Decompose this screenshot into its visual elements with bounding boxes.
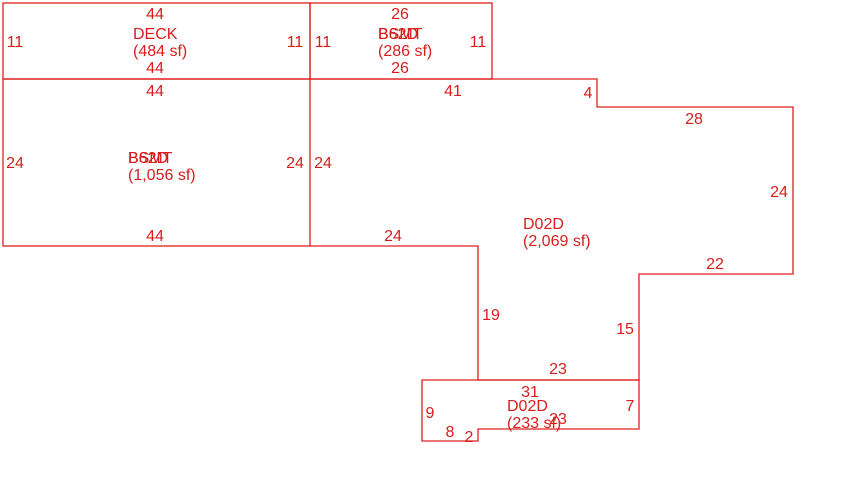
dimension-label: 11: [315, 34, 332, 51]
dimension-label: 24: [286, 155, 304, 172]
dimension-label: 31: [521, 384, 539, 401]
dimension-label: 24: [6, 155, 24, 172]
b62d-code-overlay: BSMT: [378, 26, 423, 43]
dimension-label: 24: [770, 184, 788, 201]
d02d-small-code: D02D: [507, 398, 548, 415]
b62d-main-outline: [2, 78, 311, 247]
d02d-outline: [310, 78, 794, 381]
b62d-main-code: B62D: [128, 150, 168, 167]
dimension-label: 22: [706, 256, 724, 273]
d02d-small-outline: [421, 379, 640, 442]
dimension-label: 24: [314, 155, 332, 172]
d02d-code: D02D: [523, 216, 564, 233]
dimension-label: 44: [146, 60, 164, 77]
b62d-code: B62D: [378, 26, 418, 43]
dimension-label: 11: [7, 34, 24, 51]
b62d-main-code-overlay: BSMT: [128, 150, 173, 167]
dimension-label: 41: [444, 83, 462, 100]
dimension-label: 28: [685, 111, 703, 128]
dimension-label: 7: [626, 398, 635, 415]
dimension-label: 4: [584, 85, 593, 102]
dimension-label: 11: [470, 34, 487, 51]
deck-code: DECK: [133, 26, 178, 43]
dimension-label: 26: [391, 6, 409, 23]
dimension-label: 23: [549, 411, 567, 428]
dimension-label: 11: [287, 34, 304, 51]
dimension-label: 23: [549, 361, 567, 378]
dimension-label: 24: [384, 228, 402, 245]
dimension-label: 19: [482, 307, 500, 324]
dimension-label: 8: [446, 424, 455, 441]
d02d-small-area: (233 sf): [507, 415, 561, 432]
dimension-label: 26: [391, 60, 409, 77]
d02d-area: (2,069 sf): [523, 233, 591, 250]
deck-area: (484 sf): [133, 43, 187, 60]
dimension-label: 2: [465, 429, 474, 446]
b62d-area: (286 sf): [378, 43, 432, 60]
dimension-label: 9: [426, 405, 435, 422]
dimension-label: 44: [146, 83, 164, 100]
dimension-label: 44: [146, 6, 164, 23]
dimension-label: 15: [616, 321, 634, 338]
b62d-main-area: (1,056 sf): [128, 167, 196, 184]
dimension-label: 44: [146, 228, 164, 245]
